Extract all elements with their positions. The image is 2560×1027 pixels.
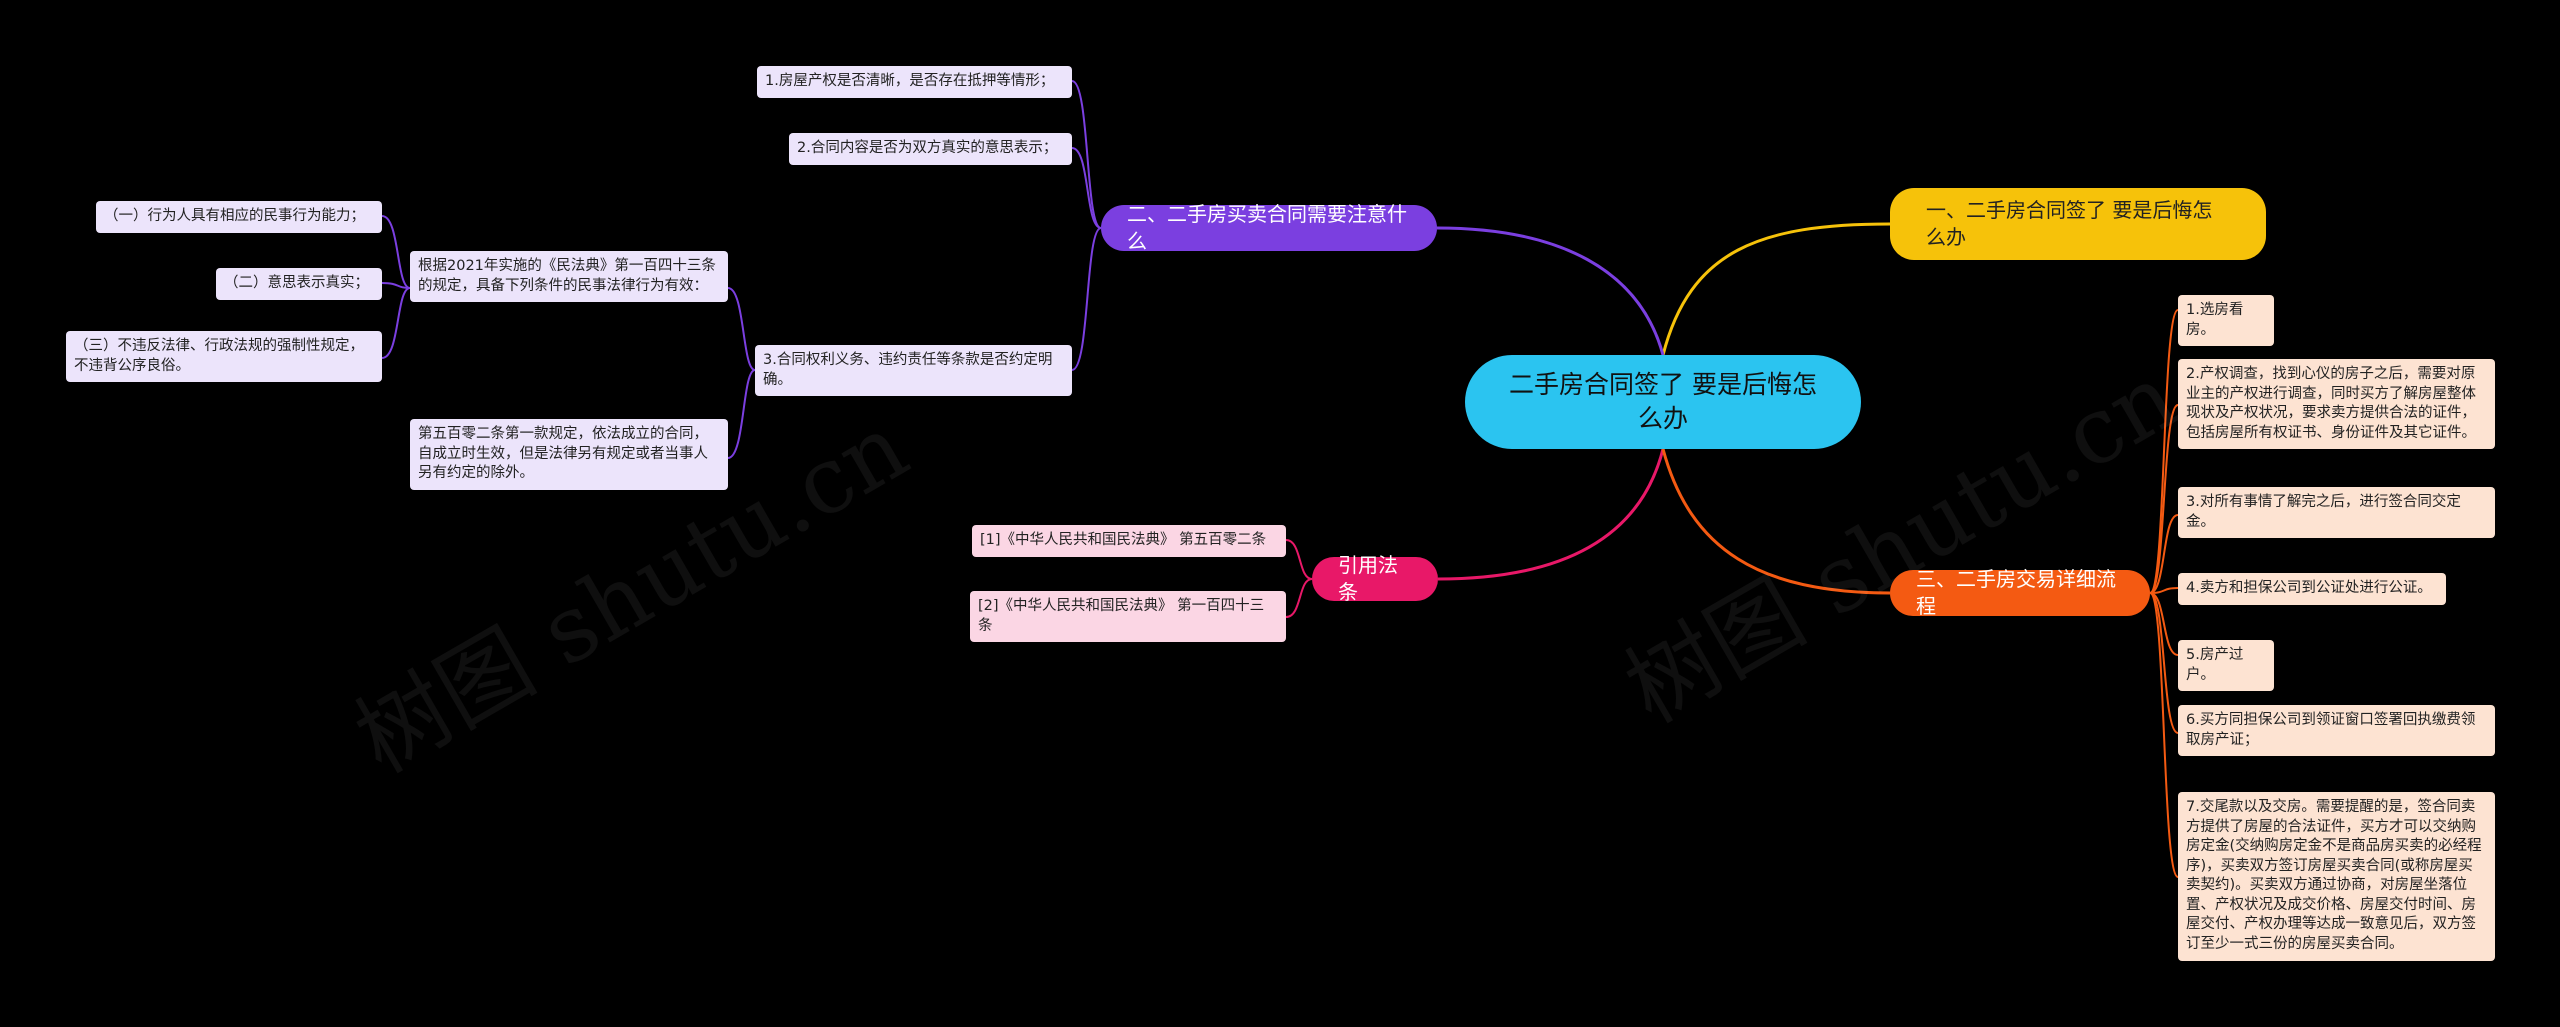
condition-1[interactable]: （一）行为人具有相应的民事行为能力； — [96, 201, 382, 233]
notes-item-2[interactable]: 2.合同内容是否为双方真实的意思表示； — [789, 133, 1072, 165]
links-orange — [2149, 309, 2179, 878]
link-root-yellow — [1661, 222, 1891, 356]
process-step-7[interactable]: 7.交尾款以及交房。需要提醒的是，签合同卖方提供了房屋的合法证件，买方才可以交纳… — [2178, 792, 2495, 961]
condition-3[interactable]: （三）不违反法律、行政法规的强制性规定，不违背公序良俗。 — [66, 331, 382, 383]
link-root-orange — [1661, 448, 1891, 595]
process-step-4[interactable]: 4.卖方和担保公司到公证处进行公证。 — [2178, 573, 2446, 605]
notes-article-502[interactable]: 第五百零二条第一款规定，依法成立的合同，自成立时生效，但是法律另有规定或者当事人… — [410, 419, 728, 490]
process-step-5[interactable]: 5.房产过户。 — [2178, 640, 2274, 692]
notes-basis[interactable]: 根据2021年实施的《民法典》第一百四十三条的规定，具备下列条件的民事法律行为有… — [410, 251, 728, 303]
process-step-3[interactable]: 3.对所有事情了解完之后，进行签合同交定金。 — [2178, 487, 2495, 539]
branch-law[interactable]: 引用法条 — [1312, 553, 1438, 604]
links-pink — [1285, 539, 1313, 618]
notes-item-1[interactable]: 1.房屋产权是否清晰，是否存在抵押等情形； — [757, 66, 1072, 98]
law-item-2[interactable]: [2]《中华人民共和国民法典》 第一百四十三条 — [970, 591, 1286, 643]
branch-process[interactable]: 三、二手房交易详细流程 — [1890, 567, 2150, 618]
process-step-6[interactable]: 6.买方同担保公司到领证窗口签署回执缴费领取房产证； — [2178, 705, 2495, 757]
links-purple — [381, 80, 1102, 459]
branch-notes[interactable]: 二、二手房买卖合同需要注意什么 — [1101, 202, 1437, 253]
notes-item-3[interactable]: 3.合同权利义务、违约责任等条款是否约定明确。 — [755, 345, 1072, 397]
root-node[interactable]: 二手房合同签了 要是后悔怎么办 — [1465, 355, 1861, 449]
condition-2[interactable]: （二）意思表示真实； — [216, 268, 382, 300]
process-step-1[interactable]: 1.选房看房。 — [2178, 295, 2274, 347]
link-root-purple — [1436, 226, 1665, 356]
process-step-2[interactable]: 2.产权调查，找到心仪的房子之后，需要对原业主的产权进行调查，同时买方了解房屋整… — [2178, 359, 2495, 450]
branch-regret[interactable]: 一、二手房合同签了 要是后悔怎么办 — [1890, 188, 2266, 260]
link-root-pink — [1437, 448, 1665, 581]
law-item-1[interactable]: [1]《中华人民共和国民法典》 第五百零二条 — [972, 525, 1286, 557]
